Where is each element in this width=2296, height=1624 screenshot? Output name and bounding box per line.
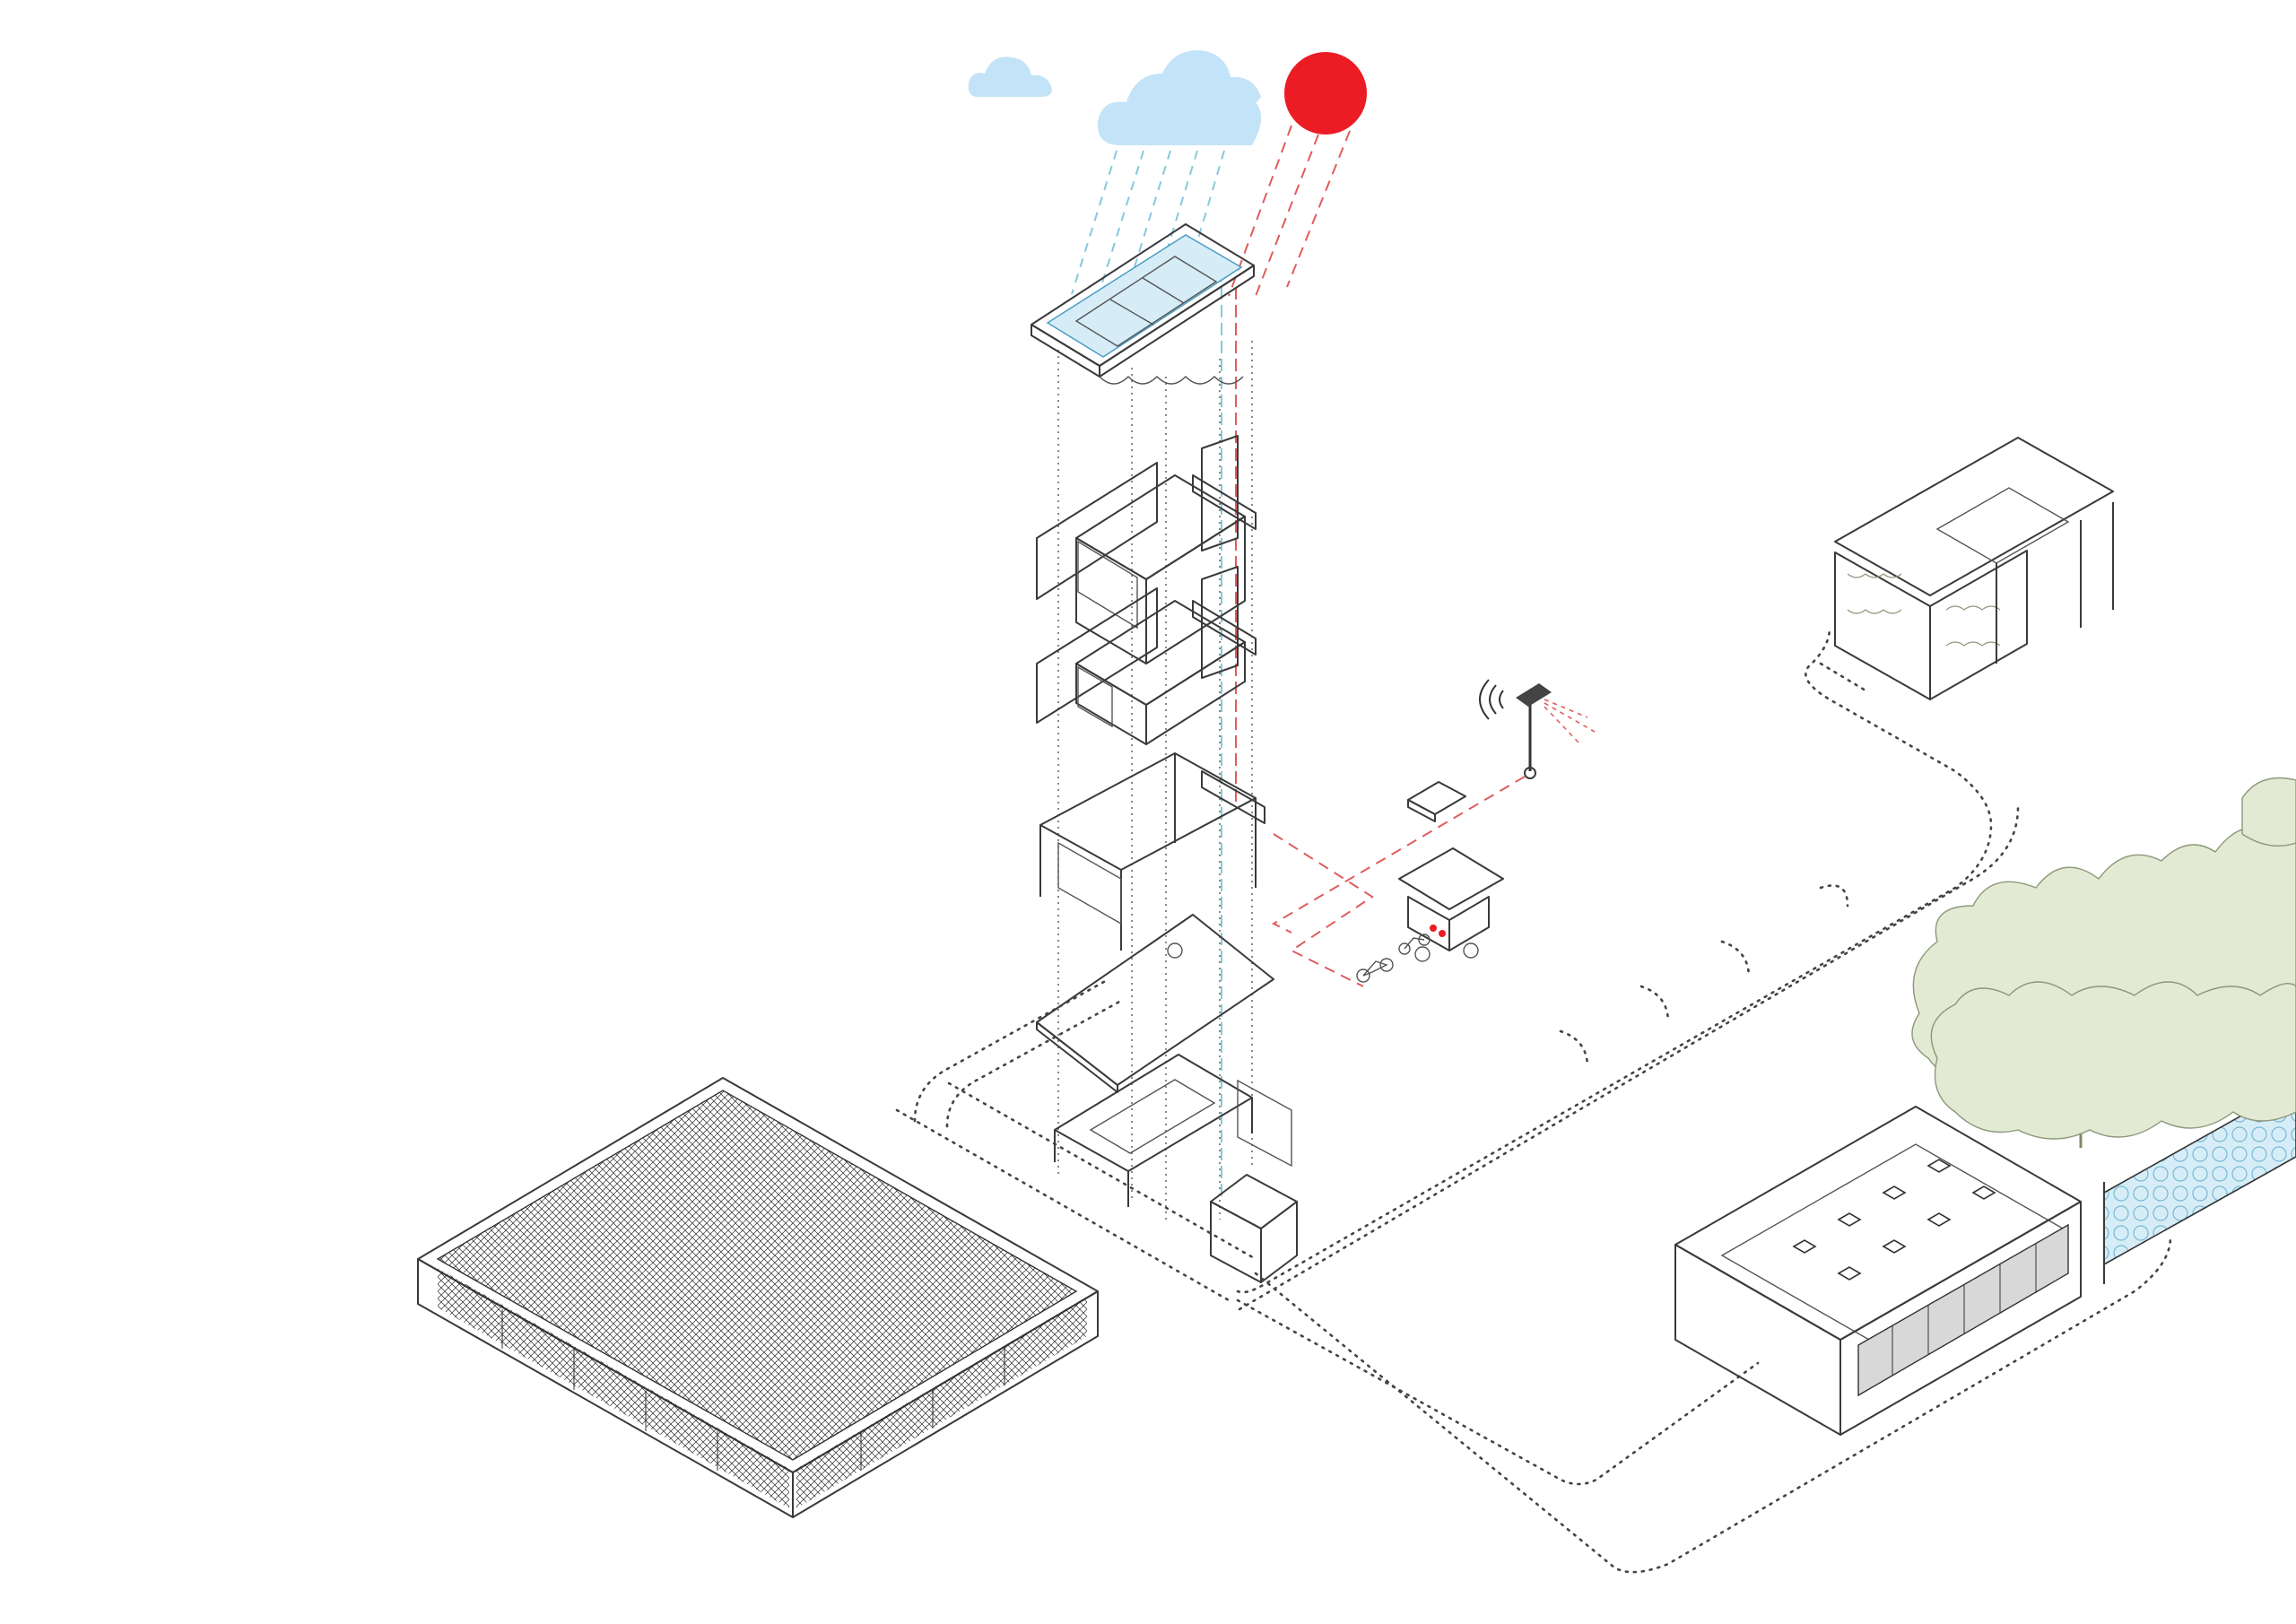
cloud-small-icon [968, 56, 1052, 97]
cloud-large-icon [1097, 50, 1262, 145]
water-feature-wall [2103, 1084, 2296, 1284]
lamp-light-rays [1544, 699, 1596, 743]
wifi-signal-icon [1479, 679, 1504, 720]
exploded-kiosk-tower [1031, 223, 1298, 1283]
foundation-grid [1054, 1054, 1253, 1207]
sunken-building [1674, 1106, 2082, 1436]
upper-module [1036, 435, 1257, 664]
water-tank [1210, 1079, 1298, 1283]
data-link-lines [1271, 776, 1526, 987]
lower-module [1036, 566, 1257, 745]
green-wall-pavilion [1834, 437, 2114, 700]
sensor-box [1407, 781, 1466, 822]
floor-plate [1036, 914, 1274, 1093]
solar-roof [1031, 223, 1255, 385]
solar-lamp [1516, 683, 1552, 779]
sun-icon [1284, 52, 1367, 135]
bicycle-icon [1356, 934, 1431, 983]
assembly-guides [1057, 341, 1253, 1220]
frame-structure [1039, 752, 1265, 951]
tree-canopy [1911, 777, 2296, 1148]
circulation-paths [895, 626, 2172, 1574]
mesh-plaza [417, 1077, 1099, 1518]
food-cart-icon [1398, 847, 1504, 962]
